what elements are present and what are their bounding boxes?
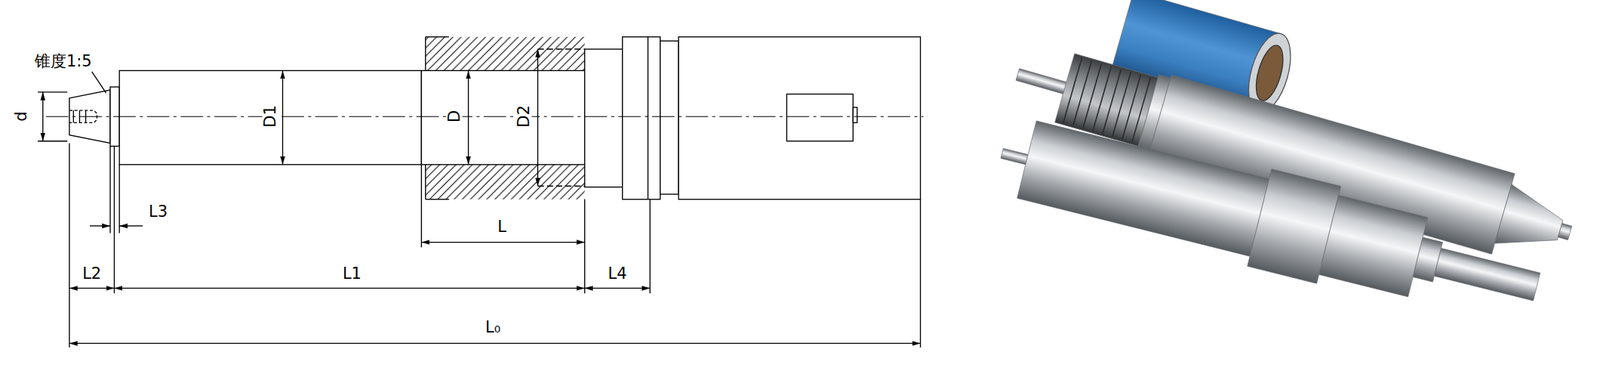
d2-line [538,48,585,50]
stator-bore [1250,42,1288,104]
spindle-taper [1495,184,1570,260]
dimension-line [69,342,921,344]
dimension-label: L [495,218,508,235]
extension-line [421,164,422,248]
extension-line [119,164,120,234]
connector-box [786,94,853,142]
output-shaft [1433,247,1540,300]
dimension-line [467,70,469,164]
shaft-d1 [119,70,422,164]
flange [622,36,661,200]
rotor-slot [1122,74,1142,140]
dimension-label: L1 [341,265,364,282]
extension-line [109,145,111,233]
hatched-section [425,36,585,71]
rotor-slot [1073,60,1093,126]
dimension-label: D2 [515,103,532,130]
step-body [584,49,623,188]
dimension-line [584,287,651,289]
housing-edge [425,36,450,37]
spindle-body [1017,120,1270,256]
hatched-section [425,164,585,200]
extension-line [920,199,921,348]
rotor-slot [1112,71,1132,137]
extension-line [113,145,115,293]
dimension-line [537,49,539,186]
dimension-label: d [13,109,30,123]
connector-pin [852,107,857,123]
flange-line [647,36,649,200]
extension-line [37,91,68,93]
leader-line [92,71,107,93]
dimension-line [69,287,114,289]
extension-line [37,140,68,142]
dimension-label: 锥度1:5 [33,53,94,70]
d2-line [538,185,585,187]
dimension-line [421,241,585,243]
dimension-line [282,70,284,164]
line-drawing [37,36,924,348]
housing-edge [425,198,450,200]
dimension-label: D [446,108,462,124]
housing-edge [424,164,426,200]
extension-line [68,142,70,347]
nose-shaft [1000,147,1028,164]
neck [660,40,679,194]
rotor-slot [1102,68,1122,134]
dimension-label: L2 [80,265,103,282]
rotor-slot [1083,63,1102,129]
dimension-label: L3 [147,203,170,219]
motor-body [678,36,920,200]
centre-line [46,116,924,117]
spindle-photo [990,0,1582,336]
nose-shaft [1015,68,1068,95]
extension-line [584,199,585,293]
spindle-body [1319,194,1428,296]
dimension-label: L₀ [483,318,502,335]
rotor-slot [1063,58,1083,124]
dimension-line [119,224,143,226]
dimension-line [113,287,585,289]
dimension-label: D1 [262,103,279,130]
housing-edge [424,36,426,71]
dimension-line [42,92,44,142]
rotor-slot [1092,66,1112,132]
extension-line [649,199,651,293]
lower-spindle [990,104,1549,336]
dimension-label: L4 [606,265,628,282]
dimension-line [89,224,111,226]
bore-d [421,70,585,164]
spindle-tip [1558,223,1573,240]
